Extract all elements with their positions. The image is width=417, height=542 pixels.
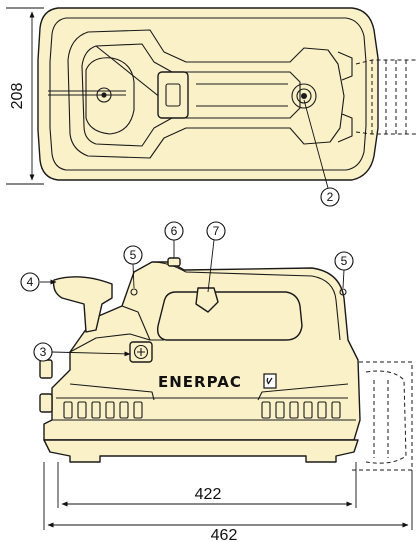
bottom-dimensions: 422 462 <box>43 462 413 542</box>
callout-5-right-leader <box>342 269 345 289</box>
callout-5-right-label: 5 <box>341 254 348 268</box>
side-view: ENERPAC 4 3 5 6 7 5 <box>20 221 413 471</box>
side-view-lower-band <box>52 397 356 421</box>
top-view-valve-knob-center <box>101 92 107 98</box>
callout-6-circle <box>164 221 184 241</box>
brand-label: ENERPAC <box>158 373 242 391</box>
callout-3-circle <box>33 342 53 362</box>
top-view-reservoir-ribs <box>385 60 407 134</box>
top-view-reservoir-outline <box>355 59 416 135</box>
side-view-port-fitting-upper <box>39 359 53 379</box>
side-view-carry-handle <box>151 261 341 341</box>
top-view-outlet-port <box>296 88 312 104</box>
brand-logo-mark-icon <box>266 377 273 385</box>
callout-5-left-leader <box>132 263 135 289</box>
side-view-port-fitting-lower <box>39 393 53 413</box>
top-view-valve-housing <box>85 57 135 135</box>
top-view-right-notch-top <box>337 51 353 81</box>
side-view-front-slope <box>121 305 151 341</box>
side-view-reservoir-outline <box>352 361 413 471</box>
top-view-valve-knob <box>96 87 112 103</box>
side-view-front-edge <box>69 333 164 353</box>
side-view-left-eyelet <box>130 288 138 296</box>
side-view-top-slot <box>195 287 219 313</box>
dim-462-label: 462 <box>211 527 238 542</box>
dim-208-label: 208 <box>9 83 26 110</box>
top-view-outlet-port-center <box>301 93 307 99</box>
side-view-fill-cap <box>167 257 181 267</box>
dim-422-label: 422 <box>195 486 222 503</box>
top-view-right-notch-bottom <box>337 113 353 143</box>
callout-3-label: 3 <box>40 345 47 359</box>
callout-4-label: 4 <box>27 275 34 289</box>
side-view-vent-left <box>63 401 143 419</box>
callout-2-leader <box>303 99 329 189</box>
callout-6-label: 6 <box>171 224 178 238</box>
side-view-reservoir-ribs <box>373 380 389 458</box>
callout-7-label: 7 <box>213 224 220 238</box>
top-view-handle-slot <box>165 83 181 107</box>
side-view-right-eyelet <box>339 288 347 296</box>
top-view-outer-body <box>37 7 379 181</box>
side-view-base <box>43 439 359 463</box>
side-view-pressure-valve-knob <box>133 344 149 360</box>
top-view: 208 2 <box>6 7 416 207</box>
side-view-valve-handle <box>52 276 113 333</box>
callout-7-circle <box>206 221 226 241</box>
callout-2-label: 2 <box>327 190 334 204</box>
callout-2-circle <box>320 187 340 207</box>
top-view-inner-rim <box>49 17 367 171</box>
top-view-outlet-port-outer <box>291 83 317 109</box>
top-view-center-beam-inner <box>196 83 288 107</box>
callout-4-circle <box>20 272 40 292</box>
top-view-handle-block <box>157 71 189 119</box>
top-view-interior-pocket <box>67 29 345 159</box>
callout-5-left-label: 5 <box>130 248 137 262</box>
side-view-pressure-valve-cross <box>137 348 145 356</box>
callout-7-leader <box>207 239 215 293</box>
side-view-vent-right <box>261 401 341 419</box>
side-view-right-accent <box>257 383 349 401</box>
side-view-reservoir-inner <box>365 370 407 464</box>
callout-3-leader <box>51 351 131 357</box>
side-view-handle-window <box>156 291 303 341</box>
callout-5-left-circle <box>123 245 143 265</box>
callout-5-right-circle <box>334 251 354 271</box>
side-view-left-accent <box>69 383 155 401</box>
